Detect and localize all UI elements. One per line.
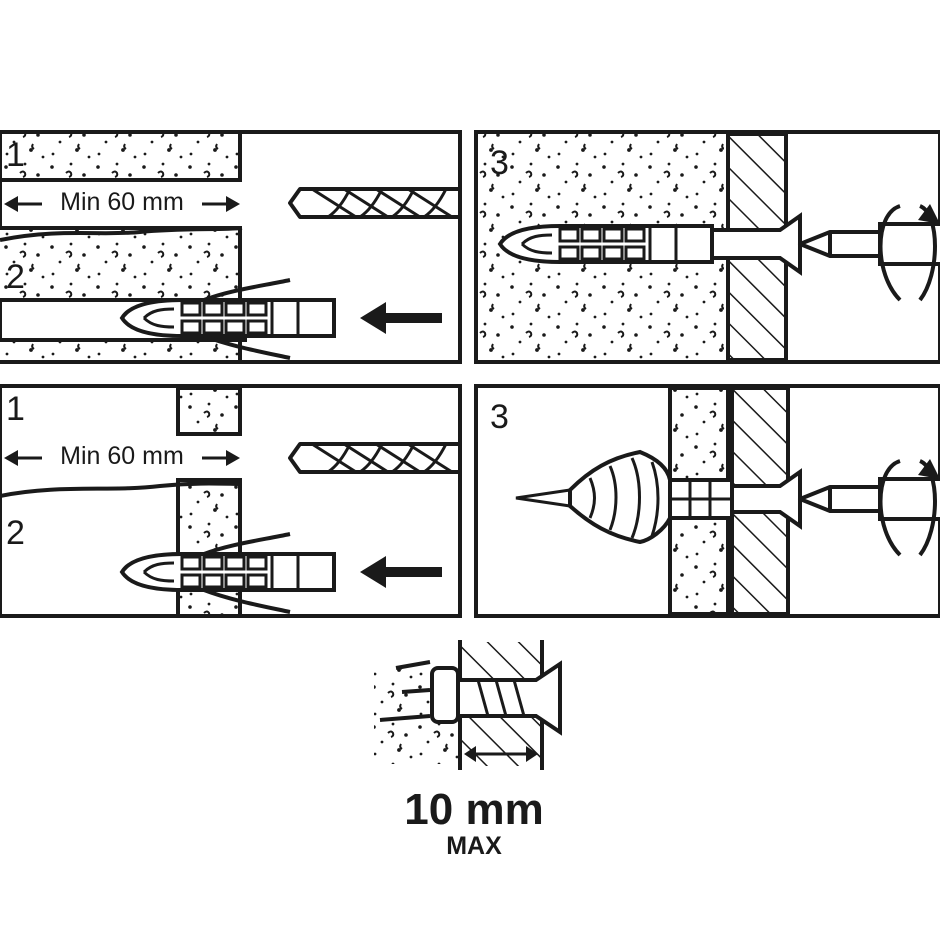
step-number: 3 bbox=[490, 398, 509, 436]
panel-drill-hollow-wall: Min 60 mm 1 2 bbox=[0, 130, 462, 364]
panel-screw-hollow-wall: 3 bbox=[474, 130, 940, 364]
max-thickness-value: 10 mm bbox=[404, 785, 543, 834]
max-thickness-detail: 10 mm MAX bbox=[374, 640, 562, 860]
panel-screw-solid-wall: 3 bbox=[474, 384, 940, 618]
min-depth-label: Min 60 mm bbox=[60, 188, 184, 216]
wall-plug-icon bbox=[120, 552, 336, 592]
drill-bit-icon bbox=[288, 187, 462, 219]
min-depth-label: Min 60 mm bbox=[60, 442, 184, 470]
max-thickness-qualifier: MAX bbox=[446, 832, 502, 860]
panel-drill-solid-wall: Min 60 mm 1 2 bbox=[0, 384, 462, 618]
step-number: 2 bbox=[6, 514, 25, 552]
step-number: 3 bbox=[490, 144, 509, 182]
wall-plug-icon bbox=[120, 298, 336, 338]
wall-plug-icon bbox=[498, 224, 714, 264]
step-number: 1 bbox=[6, 390, 25, 428]
step-number: 2 bbox=[6, 258, 25, 296]
step-number: 1 bbox=[6, 136, 25, 174]
drill-bit-icon bbox=[288, 442, 462, 474]
